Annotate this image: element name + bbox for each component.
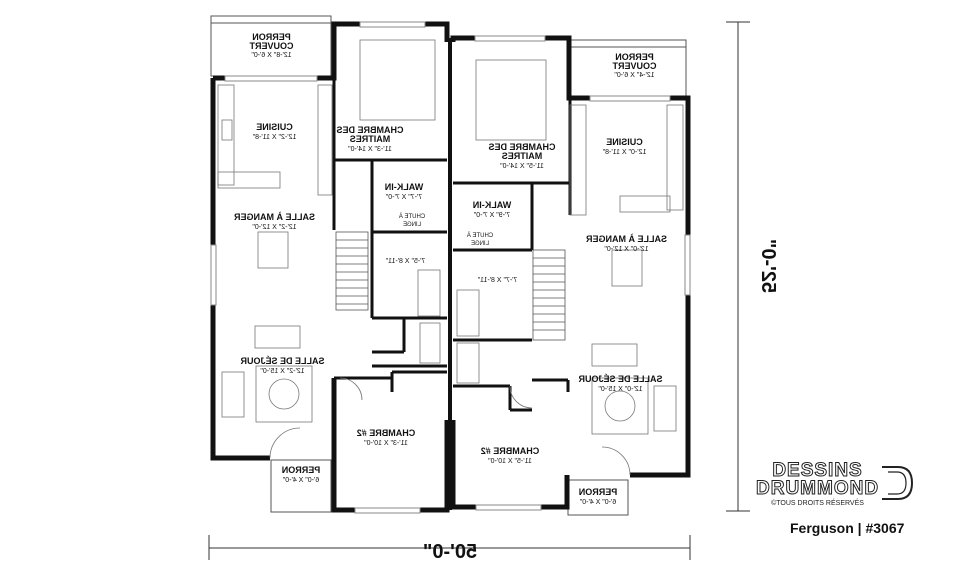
room-dim: 12'-2" X 11'-8": [252, 134, 296, 141]
room-name: PERRON: [579, 487, 618, 497]
room-dim: 12'-2" X 15'-0": [260, 368, 305, 375]
brand-name-line2: DRUMMOND: [755, 478, 880, 499]
room-name: LINGE: [471, 241, 489, 247]
room-dim: 11'-5" X 14'-0": [500, 163, 544, 170]
room-name: WALK-IN: [473, 200, 512, 210]
room-name: SALLE DE SÉJOUR: [578, 374, 663, 384]
room-name: WALK-IN: [385, 182, 424, 192]
dimension-lines: [208, 21, 750, 560]
room-name: PERRON: [252, 32, 291, 42]
room-name: CHUTE À: [399, 213, 425, 220]
room-dim: 6'-0" X 4'-0": [579, 499, 616, 506]
room-name: SALLE DE SÉJOUR: [240, 356, 325, 366]
room-dim: 7'-5" X 8'-11": [385, 258, 425, 265]
window: [224, 75, 318, 82]
room-dim: 12'-8" X 6'-0": [251, 52, 292, 59]
brand-block: DESSINS DRUMMOND ©TOUS DROITS RÉSERVÉS: [755, 460, 880, 508]
depth-label: 52'-0": [757, 239, 779, 293]
brand-rights: ©TOUS DROITS RÉSERVÉS: [771, 500, 864, 507]
room-name: CUISINE: [256, 122, 293, 132]
room-dim: 11'-3" X 14'-0": [348, 146, 392, 153]
room-name: CUISINE: [606, 137, 643, 147]
room-labels: PERRON COUVERT 12'-8" X 6'-0" PERRON COU…: [234, 32, 668, 506]
room-name: COUVERT: [612, 61, 657, 71]
width-label: 50'-0": [423, 541, 477, 563]
brand-logo-icon: [882, 466, 914, 500]
room-name: CHAMBRE DES: [488, 142, 555, 152]
window: [354, 507, 421, 514]
room-dim: 11'-3" X 10'-0": [364, 440, 408, 447]
plan-caption: Ferguson | #3067: [790, 520, 905, 536]
room-name: SALLE À MANGER: [586, 234, 668, 244]
room-name: CHAMBRE DES: [336, 125, 403, 135]
room-name: LINGE: [403, 222, 421, 228]
room-dim: 6'-0" X 4'-0": [282, 477, 319, 484]
room-name: MAITRES: [502, 151, 543, 161]
window: [684, 234, 691, 296]
room-dim: 12'-2" X 12'-0": [252, 224, 297, 231]
room-name: CHAMBRE #2: [357, 428, 416, 438]
room-dim: 12'-0" X 11'-8": [602, 149, 646, 156]
window: [475, 504, 542, 511]
window: [474, 35, 546, 42]
room-name: CHAMBRE #2: [481, 446, 540, 456]
room-name: PERRON: [615, 52, 654, 62]
room-dim: 12'-4" X 6'-0": [614, 72, 655, 79]
room-dim: 12'-0" X 12'-0": [604, 246, 649, 253]
room-dim: 7'-7" X 7'-0": [385, 194, 422, 201]
room-name: COUVERT: [249, 41, 294, 51]
room-dim: 11'-5" X 10'-0": [488, 458, 532, 465]
svg-text:50'-0": 50'-0": [423, 541, 477, 563]
room-name: MAITRES: [350, 134, 391, 144]
room-name: CHUTE À: [467, 232, 493, 239]
room-dim: 7'-9" X 7'-0": [473, 212, 510, 219]
furniture: [217, 39, 684, 476]
window: [589, 95, 671, 102]
svg-text:52'-0": 52'-0": [757, 239, 779, 293]
table-icon: [257, 231, 289, 269]
porch-left-bottom: [270, 459, 332, 513]
room-name: PERRON: [282, 465, 321, 475]
window: [210, 244, 217, 306]
table-icon: [611, 249, 643, 287]
room-dim: 12'-0" X 15'-0": [598, 386, 643, 393]
room-name: SALLE À MANGER: [234, 212, 316, 222]
room-dim: 7'-7" X 8'-11": [477, 277, 517, 284]
brand-name-line1: DESSINS: [772, 460, 863, 481]
window: [359, 21, 426, 28]
porch-right-bottom: [567, 479, 629, 516]
